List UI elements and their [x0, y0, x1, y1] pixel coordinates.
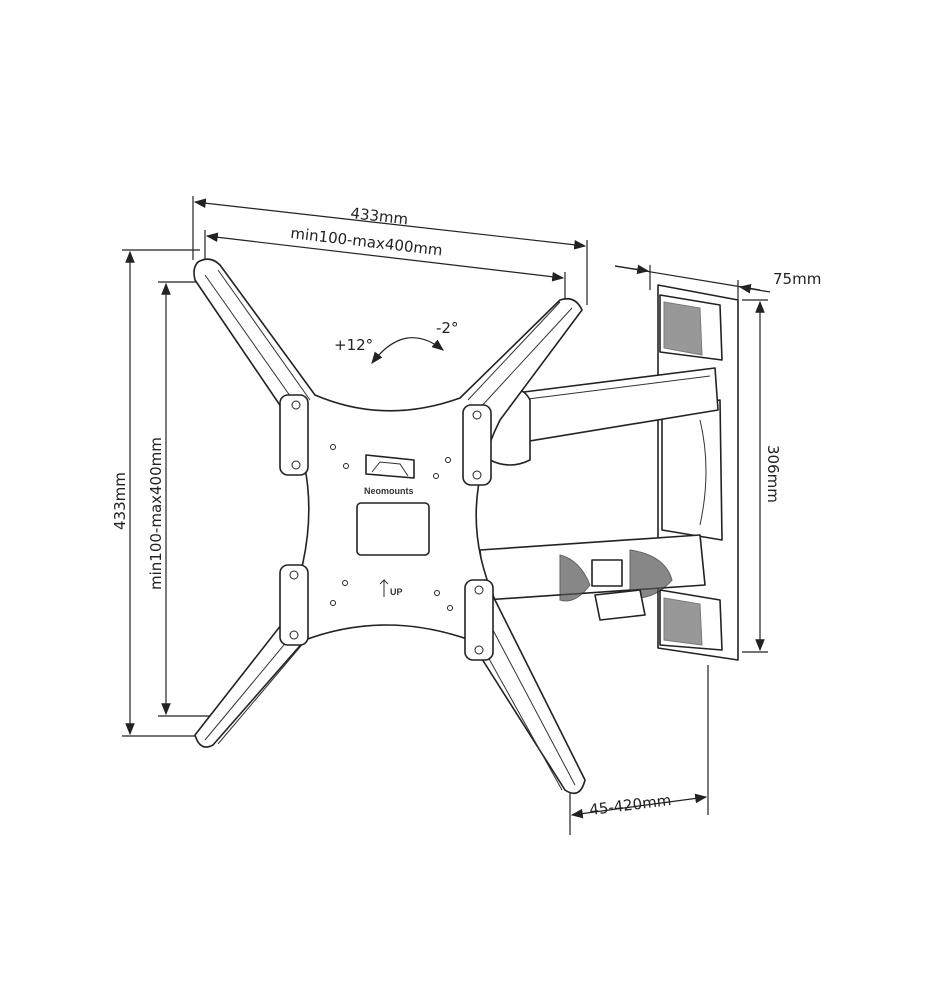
swing-arm-lower	[479, 534, 706, 621]
tilt-up-label: +12°	[334, 336, 373, 354]
dimension-overall-height: 433mm	[111, 249, 200, 737]
up-label: UP	[390, 587, 403, 597]
wall-plate	[657, 284, 739, 661]
dimension-wall-plate-height: 306mm	[742, 299, 782, 653]
depth-label: 75mm	[773, 270, 821, 288]
tilt-indicator: +12° -2°	[334, 319, 458, 364]
up-arrow-icon	[379, 578, 389, 597]
vesa-height-label: min100-max400mm	[147, 437, 165, 590]
dimension-extension: 45-420mm	[569, 665, 709, 835]
extension-label: 45-420mm	[588, 791, 672, 819]
wall-plate-height-label: 306mm	[764, 445, 782, 503]
vesa-plate: Neomounts UP	[193, 258, 586, 795]
overall-width-label: 433mm	[350, 204, 410, 228]
dimension-vesa-width: min100-max400mm	[204, 224, 566, 300]
overall-height-label: 433mm	[111, 472, 129, 530]
tilt-arrow-icon	[371, 337, 444, 364]
dimension-vesa-height: min100-max400mm	[147, 281, 210, 717]
brand-logo: Neomounts	[364, 486, 414, 496]
label-area	[356, 502, 430, 556]
dimension-depth: 75mm	[614, 264, 821, 300]
tilt-down-label: -2°	[436, 319, 458, 337]
